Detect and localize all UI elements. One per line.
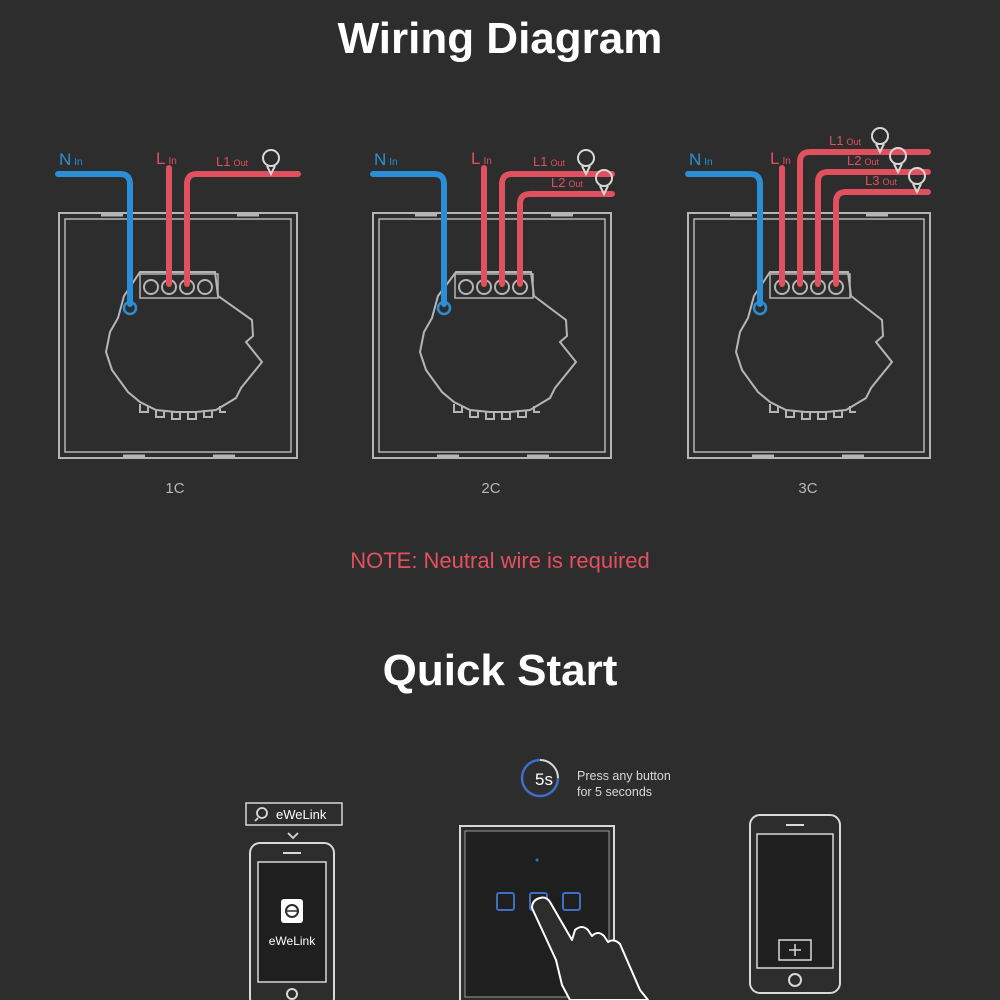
instruction-line-2: for 5 seconds xyxy=(577,785,653,799)
search-icon xyxy=(254,807,268,822)
timer-icon: 5s xyxy=(520,758,560,798)
caption-2c: 2C xyxy=(481,480,501,497)
caption-1c: 1C xyxy=(165,480,185,497)
hand-pointer-icon xyxy=(531,896,649,1000)
diagram-3c xyxy=(687,212,931,459)
app-name-text: eWeLink xyxy=(269,934,316,948)
search-app-text: eWeLink xyxy=(276,807,327,822)
instruction-line-1: Press any button xyxy=(577,769,671,783)
quick-start-title: Quick Start xyxy=(382,646,618,695)
phone-ewelink: eWeLink xyxy=(249,842,335,1000)
wires-2c xyxy=(370,165,615,316)
step1-app-search: eWeLink xyxy=(245,802,343,840)
timer-text: 5s xyxy=(535,770,553,789)
phone-add-device xyxy=(749,814,841,994)
neutral-wire-note: NOTE: Neutral wire is required xyxy=(350,548,650,573)
wires-3c xyxy=(685,149,931,316)
add-device-icon xyxy=(778,939,812,961)
diagram-2c xyxy=(372,212,612,459)
wires-1c xyxy=(55,165,301,316)
diagram-1c xyxy=(58,212,298,459)
wiring-diagram-title: Wiring Diagram xyxy=(337,14,663,63)
bulb-icon xyxy=(577,149,613,197)
bulb-icon xyxy=(262,149,280,177)
press-instruction: Press any button for 5 seconds xyxy=(577,768,671,800)
chevron-down-icon xyxy=(287,832,299,840)
bulb-icon xyxy=(871,127,926,195)
ewelink-logo-icon xyxy=(281,899,303,923)
caption-3c: 3C xyxy=(798,480,818,497)
